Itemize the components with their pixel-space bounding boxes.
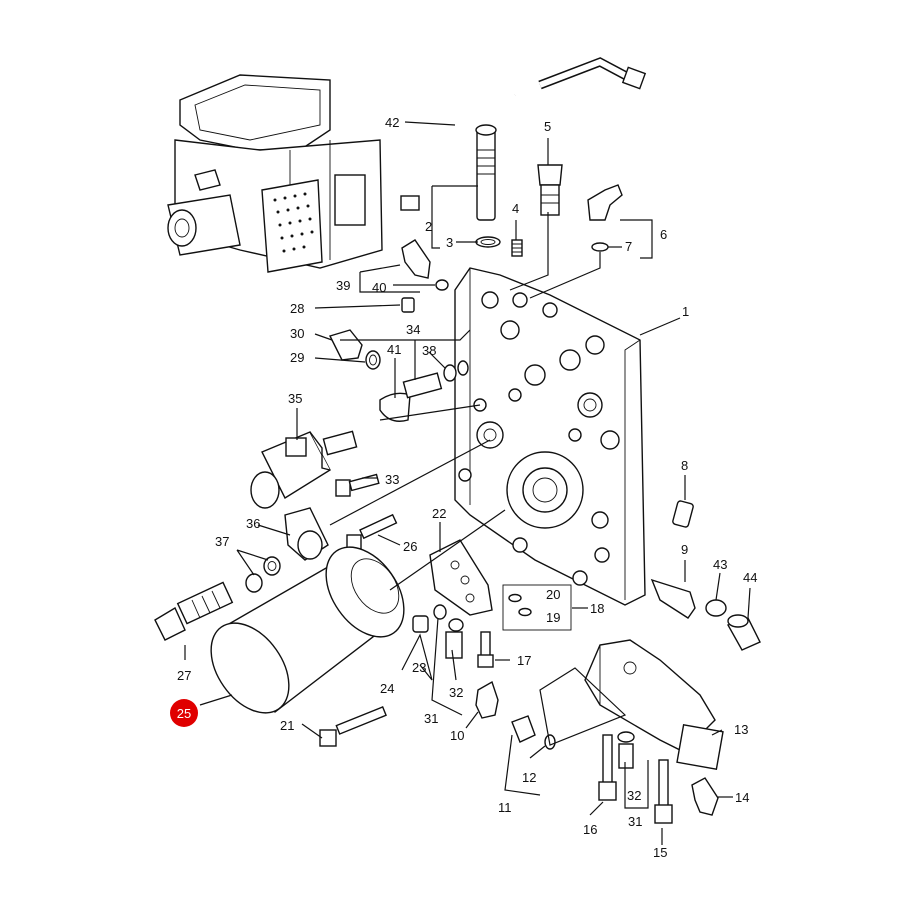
callout-42: 42 — [385, 115, 399, 130]
plug-28-illustration — [401, 297, 415, 313]
callout-2: 2 — [425, 219, 432, 234]
callout-33: 33 — [385, 472, 399, 487]
valve-body-illustration — [454, 267, 646, 606]
callout-28: 28 — [290, 301, 304, 316]
bolt-17-illustration — [477, 631, 494, 668]
washers-32-31-right-illustration — [617, 731, 635, 769]
callout-34: 34 — [406, 322, 420, 337]
bracket-22-illustration — [429, 539, 493, 616]
callout-25: 25 — [177, 706, 191, 721]
valve-block-13-illustration — [584, 639, 724, 770]
callout-12: 12 — [522, 770, 536, 785]
plug-23-illustration — [412, 615, 429, 633]
callout-9: 9 — [681, 542, 688, 557]
callout-43: 43 — [713, 557, 727, 572]
callout-32a: 32 — [449, 685, 463, 700]
callout-labels: 1 2 3 4 5 6 7 8 9 10 11 12 13 14 15 16 1… — [170, 115, 757, 860]
callout-25-highlight: 25 — [170, 699, 198, 727]
callout-14: 14 — [735, 790, 749, 805]
elbow-fitting-6-illustration — [587, 184, 623, 221]
sleeve-36-illustration — [284, 507, 329, 561]
washers-18-19-20-illustration — [502, 584, 572, 631]
callout-20: 20 — [546, 587, 560, 602]
sleeve-8-illustration — [672, 500, 694, 528]
washer-40-illustration — [435, 279, 449, 291]
callout-38: 38 — [422, 343, 436, 358]
callout-29: 29 — [290, 350, 304, 365]
callout-7: 7 — [625, 239, 632, 254]
filter-mesh-pattern — [273, 192, 314, 253]
bolt-21-illustration — [319, 706, 387, 747]
bolt-26-illustration — [346, 513, 398, 550]
filter-25-illustration — [210, 546, 405, 714]
callout-31b: 31 — [628, 814, 642, 829]
callout-5: 5 — [544, 119, 551, 134]
plug-5-illustration — [537, 164, 563, 216]
washers-37-illustration — [245, 556, 281, 593]
bolt-15-illustration — [654, 759, 673, 824]
callout-4: 4 — [512, 201, 519, 216]
valve-27-illustration — [154, 581, 234, 641]
leader-lines — [184, 121, 751, 845]
callout-11: 11 — [498, 800, 512, 815]
callout-21: 21 — [280, 718, 294, 733]
plug-30-illustration — [329, 329, 363, 361]
washer-7-illustration — [591, 242, 609, 252]
solenoid-35-illustration — [250, 430, 358, 509]
callout-19: 19 — [546, 610, 560, 625]
washer-29-illustration — [365, 350, 381, 370]
callout-39: 39 — [336, 278, 350, 293]
callout-41: 41 — [387, 342, 401, 357]
callout-18: 18 — [590, 601, 604, 616]
callout-17: 17 — [517, 653, 531, 668]
callout-10: 10 — [450, 728, 464, 743]
callout-13: 13 — [734, 722, 748, 737]
callout-6: 6 — [660, 227, 667, 242]
callout-1: 1 — [682, 304, 689, 319]
callout-3: 3 — [446, 235, 453, 250]
callout-26: 26 — [403, 539, 417, 554]
fitting-39-illustration — [401, 239, 431, 279]
callout-22: 22 — [432, 506, 446, 521]
pipe-top-right-illustration — [538, 57, 647, 90]
o-ring-3-illustration — [475, 236, 501, 248]
elbow-10-illustration — [475, 680, 499, 719]
callout-37: 37 — [215, 534, 229, 549]
callout-16: 16 — [583, 822, 597, 837]
fitting-11-illustration — [511, 715, 536, 743]
callout-32b: 32 — [627, 788, 641, 803]
callout-35: 35 — [288, 391, 302, 406]
callout-25-badge — [170, 699, 198, 727]
clamp-43-illustration — [705, 599, 727, 617]
callout-30: 30 — [290, 326, 304, 341]
callout-36: 36 — [246, 516, 260, 531]
callout-44: 44 — [743, 570, 757, 585]
valve-41-38-illustration — [379, 360, 469, 422]
bolt-16-illustration — [598, 734, 617, 801]
sensor-9-illustration — [650, 578, 696, 619]
callout-24: 24 — [380, 681, 394, 696]
washers-31-32-illustration — [433, 604, 464, 659]
callout-15: 15 — [653, 845, 667, 860]
sleeve-44-illustration — [726, 614, 761, 651]
valve-stem-2-illustration — [475, 124, 497, 221]
callout-31a: 31 — [424, 711, 438, 726]
callout-8: 8 — [681, 458, 688, 473]
elbow-14-illustration — [691, 777, 719, 816]
spring-4-illustration — [511, 239, 523, 257]
callout-27: 27 — [177, 668, 191, 683]
callout-23: 23 — [412, 660, 426, 675]
callout-40: 40 — [372, 280, 386, 295]
pipe-42-illustration — [400, 93, 516, 211]
transmission-housing-illustration — [167, 74, 383, 273]
